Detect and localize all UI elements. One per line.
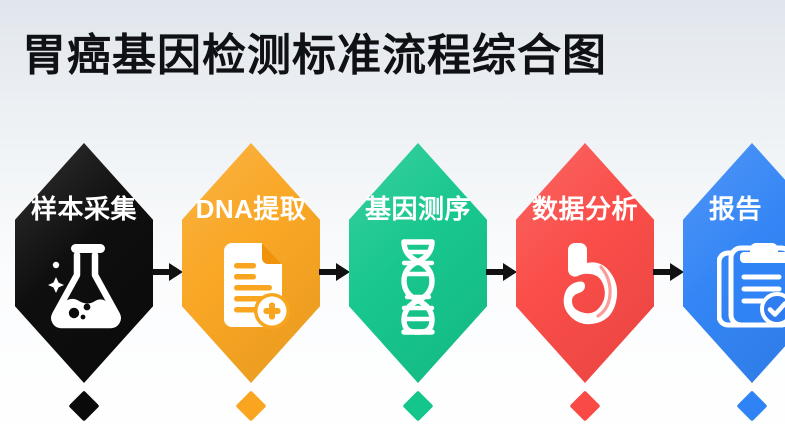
arrow-right-icon-2 — [319, 261, 351, 283]
arrow-right-icon-4 — [653, 261, 685, 283]
step-diamond-4 — [569, 390, 601, 422]
arrow-right-icon-3 — [486, 261, 518, 283]
stomach-icon — [544, 239, 626, 335]
step-diamond-5 — [736, 390, 768, 422]
step-diamond-2 — [235, 390, 267, 422]
step-diamond-1 — [68, 390, 100, 422]
flow-step-report[interactable]: 报告 — [683, 143, 785, 422]
dna-helix-icon — [377, 239, 459, 335]
flask-icon — [43, 239, 125, 335]
document-plus-icon — [210, 239, 292, 335]
step-label-1: 样本采集 — [30, 194, 137, 224]
clipboard-check-icon — [717, 239, 785, 335]
page-title: 胃癌基因检测标准流程综合图 — [22, 31, 607, 80]
step-label-4: 数据分析 — [531, 194, 638, 224]
flow-step-gene-sequencing[interactable]: 基因测序 — [349, 143, 487, 422]
flow-step-sample-collection[interactable]: 样本采集 — [15, 143, 153, 422]
flow-step-dna-extraction[interactable]: DNA提取 — [182, 143, 320, 422]
arrow-right-icon-1 — [152, 261, 184, 283]
process-flow: 样本采集 — [0, 143, 785, 422]
flow-step-data-analysis[interactable]: 数据分析 — [516, 143, 654, 422]
step-label-5: 报告 — [709, 194, 763, 224]
step-label-3: 基因测序 — [364, 194, 471, 224]
step-diamond-3 — [402, 390, 434, 422]
step-label-2: DNA提取 — [195, 194, 307, 224]
